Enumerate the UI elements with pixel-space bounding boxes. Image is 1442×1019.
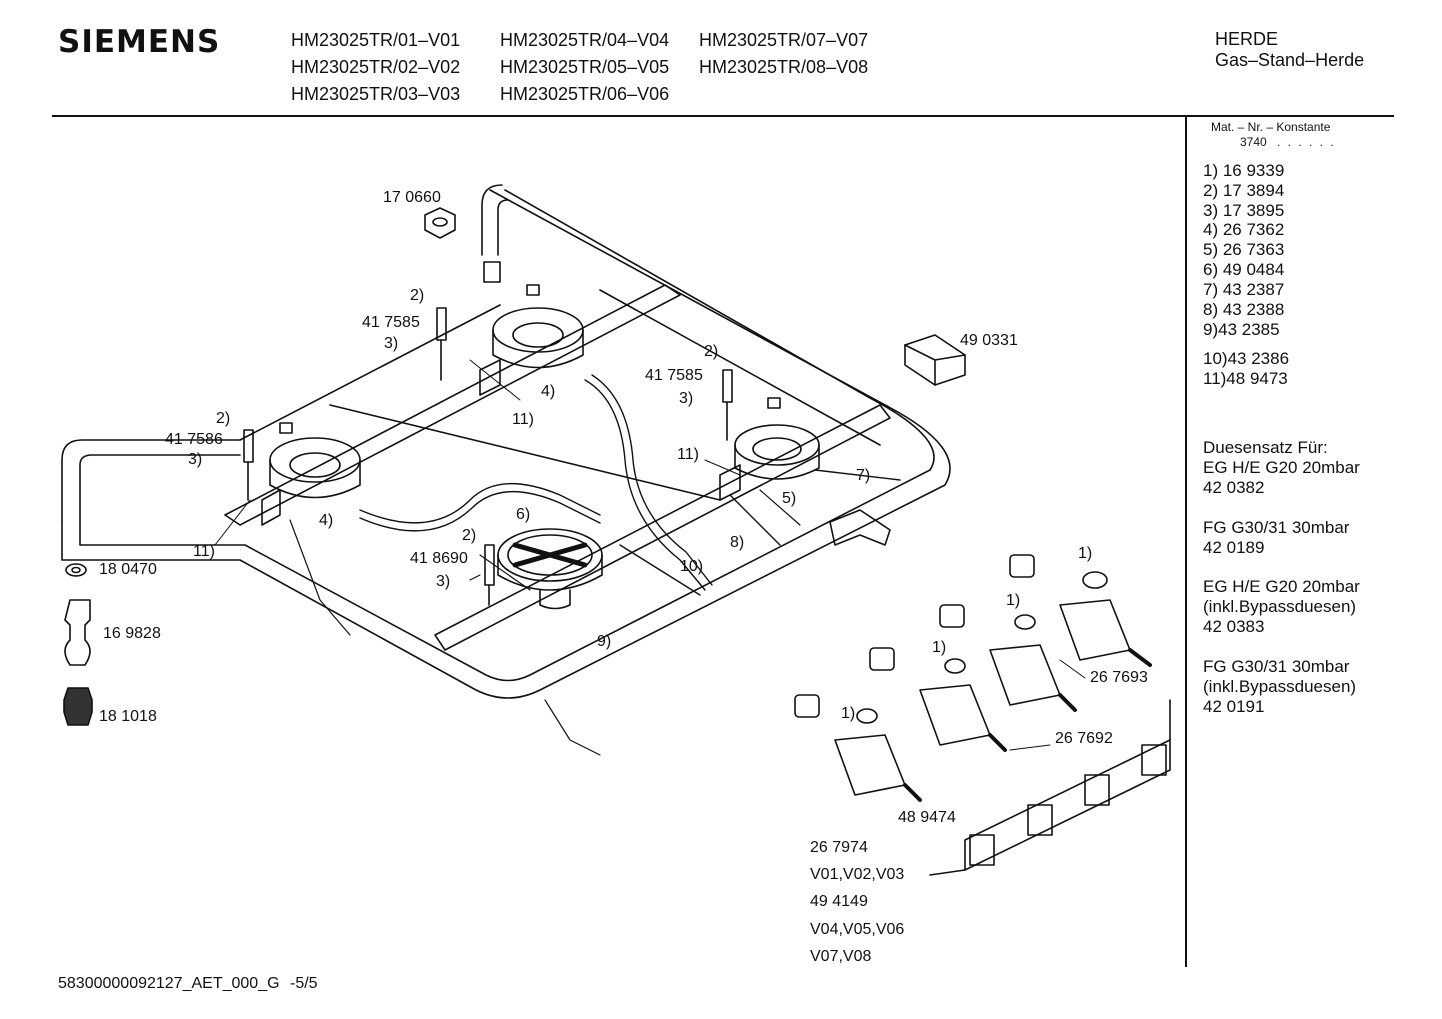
callout-6: 6) [516, 506, 531, 523]
callout-170660: 17 0660 [383, 189, 441, 206]
nozzle-set-1-line: EG H/E G20 20mbar [1203, 458, 1360, 477]
nozzle-set-2-line: FG G30/31 30mbar [1203, 518, 1350, 537]
nozzle-set-3-line: EG H/E G20 20mbar [1203, 577, 1360, 596]
callout-417585-rear: 41 7585 [362, 314, 420, 331]
nipple-181018 [63, 687, 93, 726]
part-5: 5) 26 7363 [1203, 240, 1285, 259]
part-3: 3) 17 3895 [1203, 201, 1285, 220]
callout-418690: 41 8690 [410, 550, 468, 567]
model-7: HM23025TR/07–V07 [699, 30, 869, 50]
callout-1-d: 1) [841, 705, 856, 722]
callout-variants-456: V04,V05,V06 [810, 921, 905, 938]
model-4: HM23025TR/04–V04 [500, 30, 670, 50]
fasteners [279, 207, 781, 434]
callout-11-right: 11) [677, 446, 699, 463]
model-2: HM23025TR/02–V02 [291, 57, 461, 77]
callout-2-left: 2) [216, 410, 231, 427]
wires [289, 489, 801, 756]
nozzle-set-4-note: (inkl.Bypassduesen) [1203, 677, 1357, 696]
part-1: 1) 16 9339 [1203, 161, 1285, 180]
nozzle-set-4-code: 42 0191 [1203, 697, 1265, 716]
nozzle-set-3-code: 42 0383 [1203, 617, 1265, 636]
burner-right [719, 424, 820, 501]
callout-3-left: 3) [188, 451, 203, 468]
callout-417586: 41 7586 [165, 431, 223, 448]
callout-9: 9) [597, 633, 612, 650]
model-1: HM23025TR/01–V01 [291, 30, 461, 50]
footer-doc-id: 58300000092127_AET_000_G -5/5 [58, 975, 318, 993]
callout-180470: 18 0470 [99, 561, 157, 578]
callout-7: 7) [856, 467, 871, 484]
gas-pipes [359, 374, 901, 596]
brand-logo: SIEMENS [58, 24, 221, 60]
callout-267693: 26 7693 [1090, 669, 1148, 686]
ignition-switch [904, 334, 966, 386]
callout-variants-78: V07,V08 [810, 948, 872, 965]
side-divider [1185, 117, 1187, 967]
model-5: HM23025TR/05–V05 [500, 57, 670, 77]
callout-181018: 18 1018 [99, 708, 157, 725]
callout-417585-right: 41 7585 [645, 367, 703, 384]
callout-2-rear: 2) [410, 287, 425, 304]
page-number: -5/5 [289, 975, 318, 992]
connector-169828 [64, 599, 91, 666]
callout-267974: 26 7974 [810, 839, 868, 856]
callout-2-right: 2) [704, 343, 719, 360]
burner-rear [479, 307, 584, 396]
callout-489474: 48 9474 [898, 809, 956, 826]
doc-id: 58300000092127_AET_000_G [58, 975, 280, 992]
mat-value: 3740 [1240, 135, 1267, 149]
callout-490331: 49 0331 [960, 332, 1018, 349]
part-11: 11)48 9473 [1203, 369, 1288, 388]
part-4: 4) 26 7362 [1203, 220, 1285, 239]
washer-180470 [65, 563, 87, 577]
callout-8: 8) [730, 534, 745, 551]
model-8: HM23025TR/08–V08 [699, 57, 869, 77]
callout-4-left: 4) [319, 512, 334, 529]
model-6: HM23025TR/06–V06 [500, 84, 670, 104]
nozzle-set-1-code: 42 0382 [1203, 478, 1265, 497]
category-subtitle: Gas–Stand–Herde [1215, 50, 1365, 70]
nozzle-title: Duesensatz Für: [1203, 438, 1328, 457]
header-divider [52, 115, 1394, 117]
leader-lines [214, 359, 1086, 751]
part-9: 9)43 2385 [1203, 320, 1280, 339]
exploded-view-drawing [61, 184, 1171, 876]
part-6: 6) 49 0484 [1203, 260, 1285, 279]
callout-11-rear: 11) [512, 411, 534, 428]
callout-11-left: 11) [193, 543, 215, 560]
nozzle-set-2-code: 42 0189 [1203, 538, 1265, 557]
callout-494149: 49 4149 [810, 893, 868, 910]
burner-left [261, 437, 361, 526]
callout-3-wok: 3) [436, 573, 451, 590]
callout-variants-123: V01,V02,V03 [810, 866, 905, 883]
callout-2-wok: 2) [462, 527, 477, 544]
gas-valves [794, 554, 1152, 802]
mat-label: Mat. – Nr. – Konstante [1211, 120, 1331, 134]
mat-dots: . . . . . . [1277, 135, 1336, 149]
ignition-strip [929, 699, 1171, 876]
hob-frame [61, 184, 951, 699]
model-3: HM23025TR/03–V03 [291, 84, 461, 104]
callout-1-c: 1) [932, 639, 947, 656]
nozzle-set-3-note: (inkl.Bypassduesen) [1203, 597, 1357, 616]
callout-1-a: 1) [1078, 545, 1093, 562]
part-10: 10)43 2386 [1203, 349, 1290, 368]
nozzle-set-4-line: FG G30/31 30mbar [1203, 657, 1350, 676]
callout-3-right: 3) [679, 390, 694, 407]
part-2: 2) 17 3894 [1203, 181, 1285, 200]
callout-10: 10) [680, 558, 704, 575]
callout-4-rear: 4) [541, 383, 556, 400]
callout-267692: 26 7692 [1055, 730, 1113, 747]
burner-wok [497, 528, 603, 610]
bracket [829, 509, 891, 546]
part-7: 7) 43 2387 [1203, 280, 1285, 299]
part-8: 8) 43 2388 [1203, 300, 1285, 319]
callout-1-b: 1) [1006, 592, 1021, 609]
callout-5: 5) [782, 490, 797, 507]
category-title: HERDE [1215, 29, 1279, 49]
callout-3-rear: 3) [384, 335, 399, 352]
callout-169828: 16 9828 [103, 625, 161, 642]
